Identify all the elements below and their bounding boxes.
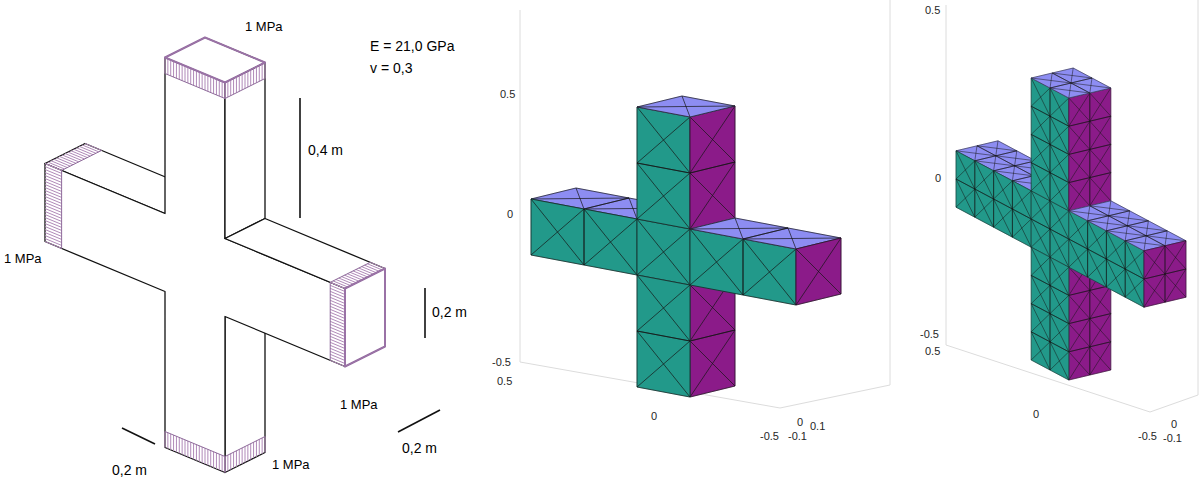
mesh-lines: [1069, 201, 1186, 251]
mesh-lines: [956, 151, 1031, 247]
mesh-lines: [690, 106, 735, 229]
face-fill: [1031, 247, 1069, 380]
axis-tick-label: 0.5: [925, 4, 940, 17]
mesh-lines: [796, 238, 841, 305]
pressure-hatch: [165, 432, 225, 473]
mesh-lines: [637, 219, 690, 285]
axis-tick-label: -0.5: [1138, 430, 1157, 443]
loaded-face: [345, 269, 385, 367]
mesh-lines: [637, 96, 735, 117]
coarse-mesh: [531, 96, 841, 397]
mesh-face: [796, 238, 841, 305]
mesh-face: [956, 151, 1031, 247]
pressure-hatch: [330, 262, 385, 288]
mesh-face: [637, 275, 690, 397]
axis-tick-label: 0: [1033, 408, 1039, 421]
mesh-face: [690, 106, 735, 229]
dimension-label: 0,2 m: [432, 304, 467, 320]
dimension-label: 0,4 m: [308, 142, 343, 158]
axis-tick-label: 0.5: [497, 375, 512, 388]
mesh-face: [637, 96, 735, 117]
pressure-hatch: [330, 282, 345, 366]
axes-box: [946, 0, 1198, 412]
mesh-face: [1031, 68, 1111, 98]
pressure-hatch: [225, 437, 265, 473]
load-label: 1 MPa: [245, 20, 283, 35]
face-fill: [637, 219, 690, 285]
dimension-line: [424, 288, 426, 338]
loaded-face: [165, 38, 265, 83]
solid-face: [225, 219, 385, 289]
mesh-lines: [637, 107, 690, 229]
face-fill: [796, 238, 841, 305]
load-label: 1 MPa: [272, 458, 310, 473]
axis-tick-label: -0.1: [1163, 432, 1182, 445]
mesh-face: [637, 219, 690, 285]
axis-tick-label: -0.1: [788, 430, 807, 443]
axis-tick-label: -0.5: [492, 356, 511, 369]
solid-face: [165, 38, 265, 83]
face-fill: [1144, 241, 1186, 307]
mesh-lines: [1031, 68, 1111, 98]
axis-tick-label: 0: [935, 172, 941, 185]
dimension-line: [299, 98, 301, 218]
cross-solid: [45, 38, 440, 473]
dimension-label: 0,2 m: [402, 440, 437, 456]
face-fill: [1069, 201, 1186, 251]
load-label: 1 MPa: [4, 252, 42, 267]
mesh-lines: [1031, 247, 1069, 380]
axis-tick-label: 0.5: [925, 345, 940, 358]
load-label: 1 MPa: [340, 398, 378, 413]
pressure-hatch: [45, 164, 62, 249]
axes-box: [520, 0, 890, 408]
pressure-band-edge: [165, 74, 225, 99]
dimension-line: [398, 410, 440, 432]
axis-tick-label: 0: [651, 410, 657, 423]
face-fill: [637, 107, 690, 229]
fine-mesh: [956, 68, 1186, 380]
face-fill: [637, 275, 690, 397]
face-fill: [531, 199, 637, 275]
pressure-band-edge: [62, 150, 102, 170]
face-fill: [956, 151, 1031, 247]
mesh-face: [1031, 78, 1069, 211]
axis-tick-label: 0.5: [500, 88, 515, 101]
mesh-lines: [531, 199, 637, 275]
mesh-face: [531, 199, 637, 275]
pressure-band-edge: [225, 437, 265, 457]
dimension-line: [122, 428, 155, 444]
axis-tick-label: 0.1: [810, 420, 825, 433]
axis-tick-label: 0: [797, 416, 803, 429]
face-fill: [1069, 88, 1111, 211]
pressure-band-edge: [330, 282, 331, 360]
mesh-lines: [1069, 88, 1111, 211]
solid-face: [225, 63, 265, 239]
mesh-face: [637, 107, 690, 229]
pressure-band-edge: [61, 170, 62, 248]
mesh-face: [1144, 241, 1186, 307]
axis-tick-label: -0.5: [920, 328, 939, 341]
pressure-hatch: [45, 144, 102, 171]
axis-tick-label: 0: [507, 208, 513, 221]
axis-tick-label: -0.5: [760, 430, 779, 443]
mesh-face: [1069, 201, 1186, 251]
pressure-band-edge: [225, 79, 265, 99]
axis-tick-label: 0: [1171, 418, 1177, 431]
mesh-lines: [1031, 78, 1069, 211]
mesh-lines: [1144, 241, 1186, 307]
dimension-label: 0,2 m: [112, 462, 147, 478]
pressure-band-edge: [165, 432, 225, 457]
face-fill: [637, 96, 735, 117]
material-label: v = 0,3: [370, 60, 412, 76]
material-label: E = 21,0 GPa: [370, 38, 454, 54]
mesh-face: [1069, 88, 1111, 211]
mesh-face: [1031, 247, 1069, 380]
face-fill: [1031, 68, 1111, 98]
face-fill: [690, 106, 735, 229]
face-fill: [1031, 78, 1069, 211]
mesh-lines: [637, 275, 690, 397]
